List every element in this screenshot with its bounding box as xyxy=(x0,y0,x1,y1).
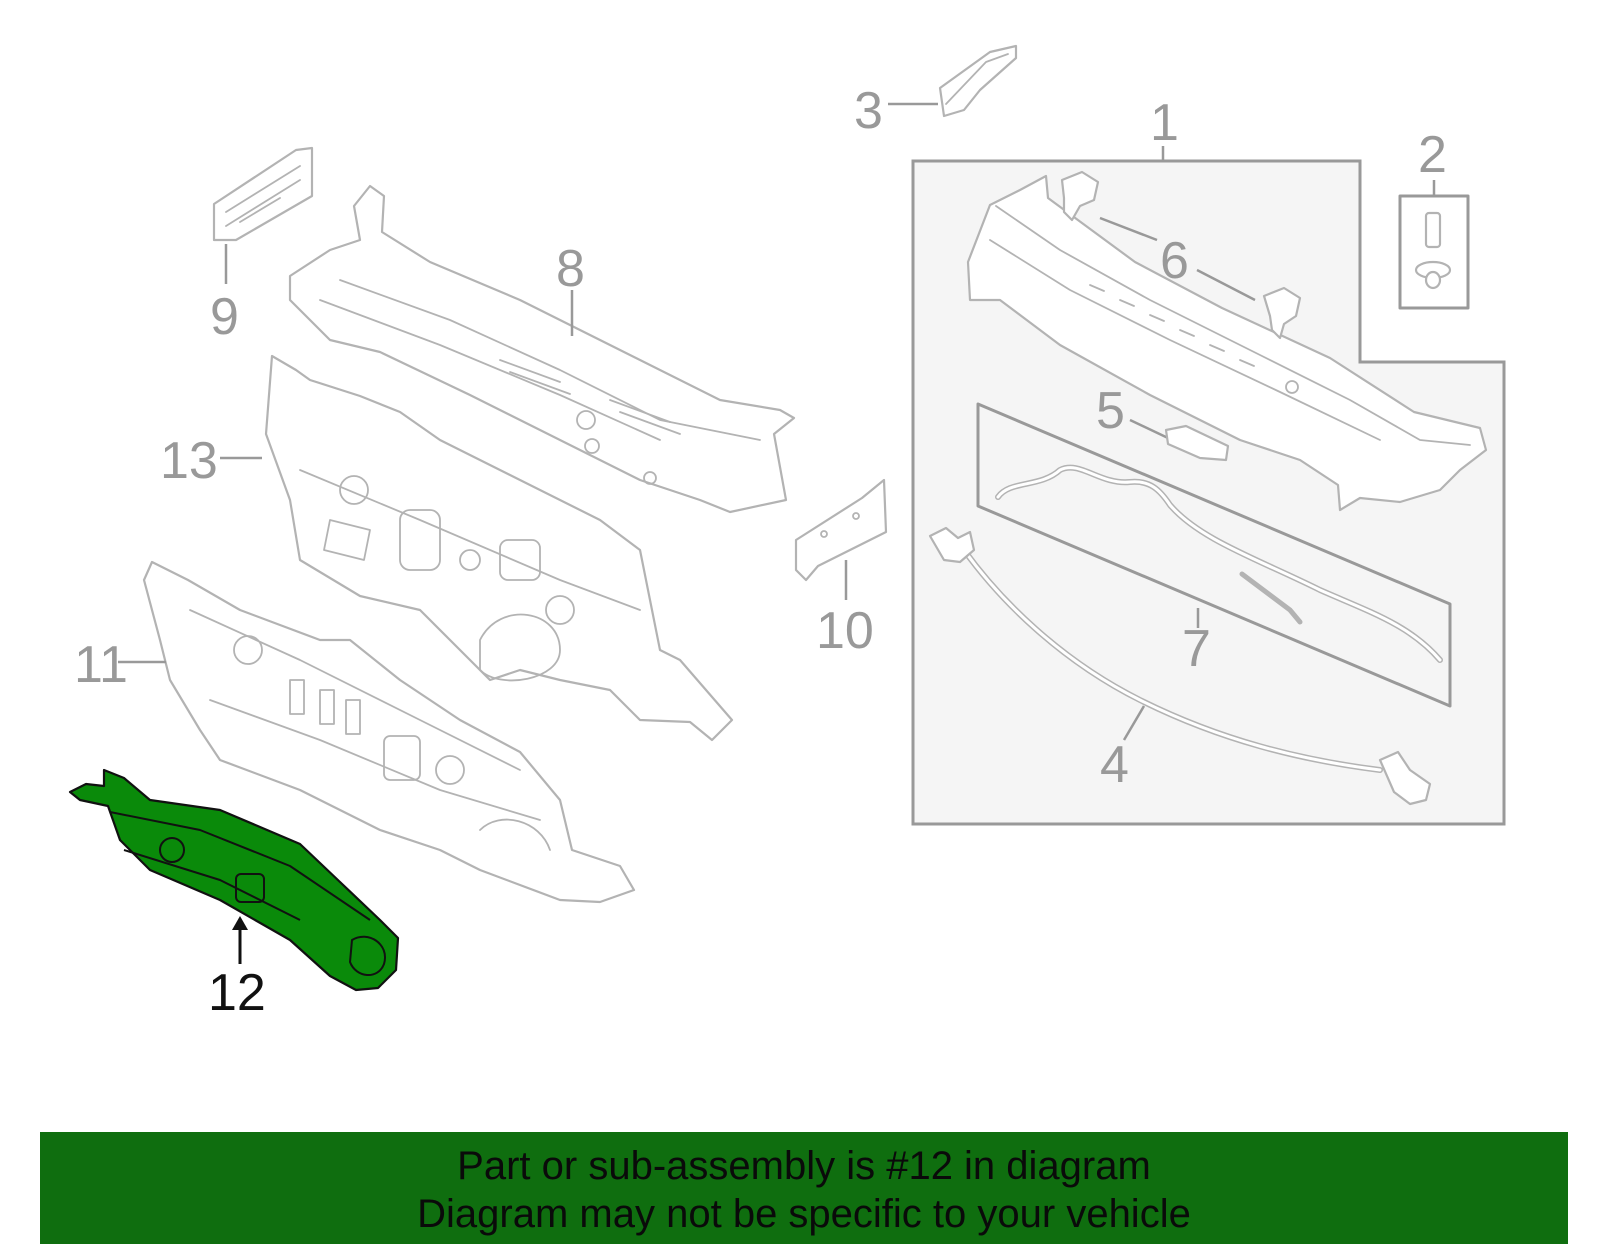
part-5-seal xyxy=(1164,424,1230,462)
part-10-bracket xyxy=(794,478,888,582)
callout-8: 8 xyxy=(556,240,585,298)
callout-10: 10 xyxy=(816,602,874,660)
sub-group-box-7 xyxy=(976,402,1452,708)
part-9-bracket xyxy=(212,146,314,242)
banner-line-2: Diagram may not be specific to your vehi… xyxy=(417,1192,1191,1236)
callout-2: 2 xyxy=(1418,126,1447,184)
part-2-clip xyxy=(1414,211,1452,290)
callout-3: 3 xyxy=(854,82,883,140)
callout-11: 11 xyxy=(74,636,128,694)
part-12-highlighted xyxy=(68,768,400,992)
banner-line-1: Part or sub-assembly is #12 in diagram xyxy=(457,1144,1151,1188)
callout-13: 13 xyxy=(160,432,218,490)
part-7-washer-hose xyxy=(995,464,1443,663)
leader-5 xyxy=(1129,418,1169,440)
callout-6: 6 xyxy=(1160,232,1189,290)
leader-12-arrowhead xyxy=(232,916,248,930)
callout-1: 1 xyxy=(1150,94,1179,152)
callout-7: 7 xyxy=(1182,620,1211,678)
part-6-nozzle-b xyxy=(1262,286,1302,340)
leader-6a xyxy=(1099,216,1158,242)
part-8-cowl-top xyxy=(288,184,796,514)
part-3-bracket xyxy=(938,44,1018,118)
part-4-hose xyxy=(928,526,1432,806)
callout-5: 5 xyxy=(1096,382,1125,440)
part-13-dash-panel xyxy=(264,354,734,742)
callout-4: 4 xyxy=(1100,736,1129,794)
leader-6b xyxy=(1196,268,1256,302)
callout-9: 9 xyxy=(210,288,239,346)
info-banner: Part or sub-assembly is #12 in diagram D… xyxy=(40,1132,1568,1244)
part-11-dash-insulator xyxy=(142,560,636,904)
callout-12: 12 xyxy=(208,964,266,1022)
part-1-cowl-panel xyxy=(966,174,1488,512)
part-6-nozzle-a xyxy=(1060,170,1100,222)
leader-4 xyxy=(1122,705,1146,741)
